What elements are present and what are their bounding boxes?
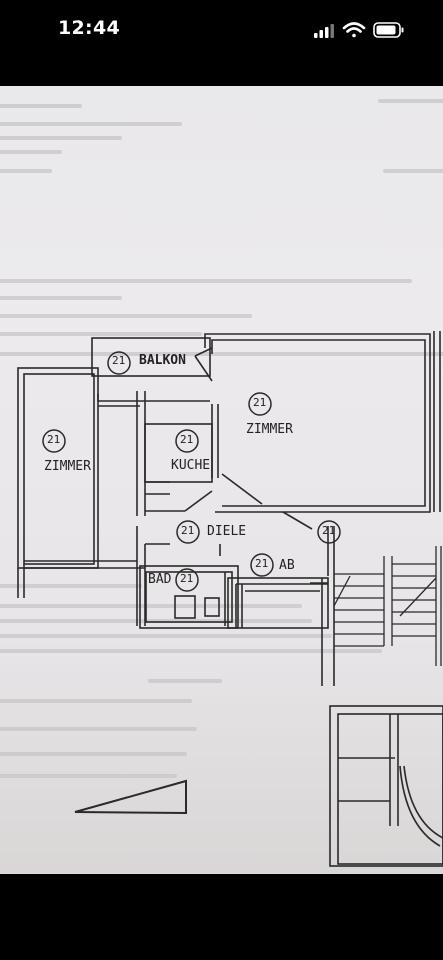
signal-bars-icon [314,24,334,38]
room-name-zimmer-left: ZIMMER [44,459,91,474]
room-name-balkon: BALKON [139,353,186,368]
status-icons [314,22,404,38]
room-number-ab: 21 [255,557,269,570]
room-name-diele: DIELE [207,524,247,539]
battery-icon [373,22,404,38]
north-arrow-triangle [74,779,187,815]
room-name-ab: AB [279,558,295,573]
room-number-balkon: 21 [112,354,126,367]
room-number-kuche: 21 [180,433,194,446]
room-name-kuche: KUCHE [171,458,211,473]
room-name-zimmer-right: ZIMMER [246,422,293,437]
floor-plan-walls [17,331,443,867]
floor-plan-drawing [0,99,443,867]
wifi-icon [342,22,366,38]
room-number-bad: 21 [180,572,194,585]
room-number-zimmer-right: 21 [253,396,267,409]
status-time: 12:44 [58,17,120,39]
room-number-circles [42,351,341,592]
faint-typed-text [0,99,443,778]
room-number-hall: 21 [322,524,336,537]
room-name-bad: BAD [148,572,172,587]
room-number-zimmer-left: 21 [47,433,61,446]
floor-plan-photo: 21 BALKON 21 ZIMMER 21 ZIMMER 21 KUCHE 2… [0,86,443,874]
staircase [333,546,442,666]
bottom-black-area [0,874,443,960]
status-bar: 12:44 [0,0,443,60]
room-number-diele: 21 [181,524,195,537]
